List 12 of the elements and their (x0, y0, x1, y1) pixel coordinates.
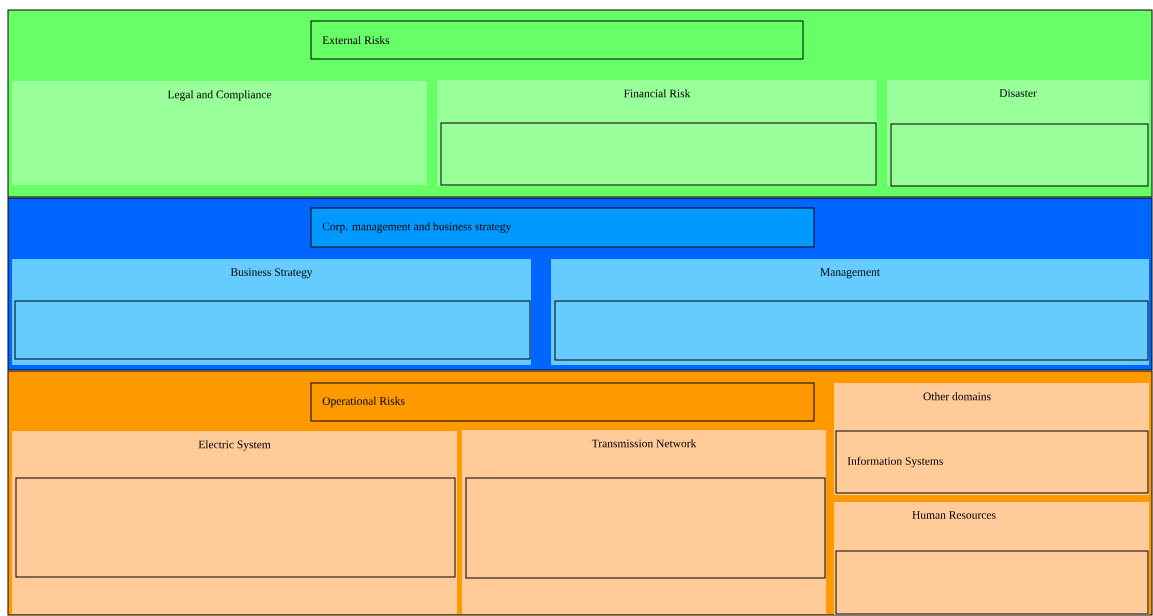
title-box: Information Systems (835, 430, 1149, 494)
title-box: Operational Risks (310, 382, 815, 422)
title-box: External Risks (310, 20, 804, 60)
empty-box (14, 300, 531, 360)
category-panel: Legal and Compliance (12, 81, 427, 185)
empty-box (440, 122, 877, 186)
empty-box (15, 477, 456, 578)
empty-box (554, 300, 1149, 361)
empty-box (465, 477, 826, 579)
title-box: Corp. management and business strategy (310, 207, 815, 248)
empty-box (890, 123, 1149, 187)
empty-box (835, 550, 1149, 615)
